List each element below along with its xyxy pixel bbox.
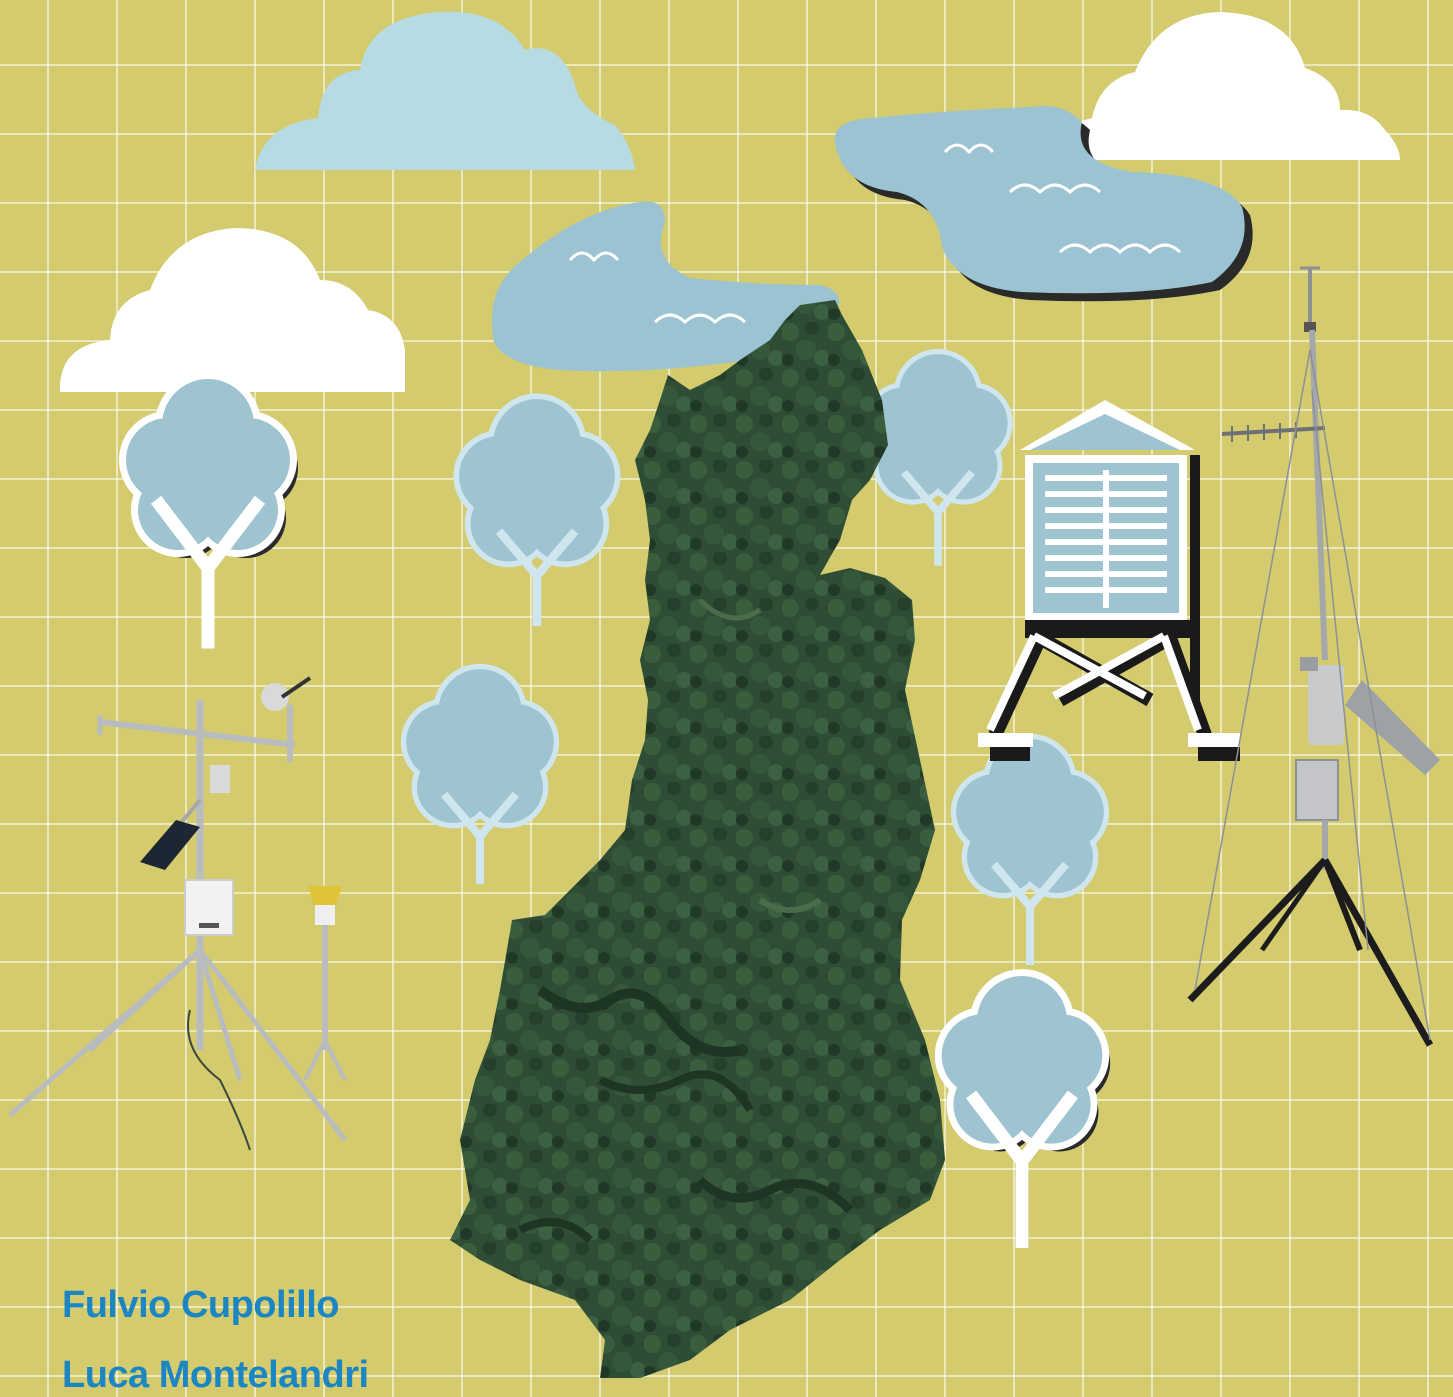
tree bbox=[956, 739, 1104, 966]
tree bbox=[942, 976, 1111, 1248]
tree bbox=[459, 399, 615, 627]
white-cloud bbox=[59, 228, 405, 392]
satellite-forest-map bbox=[450, 300, 945, 1378]
tree bbox=[126, 379, 298, 649]
tree bbox=[868, 354, 1007, 566]
white-cloud bbox=[1048, 12, 1400, 160]
rain-gauge bbox=[303, 886, 347, 1081]
author-name: Luca Montelandri bbox=[62, 1354, 369, 1396]
stevenson-screen bbox=[978, 400, 1240, 761]
lake bbox=[491, 201, 840, 372]
author-name: Fulvio Cupolillo bbox=[62, 1284, 339, 1326]
weather-station-tripod bbox=[8, 676, 347, 1151]
weather-mast-tripod bbox=[1187, 266, 1440, 1047]
blue-cloud bbox=[255, 11, 635, 170]
tree bbox=[406, 669, 554, 885]
lake bbox=[834, 106, 1253, 302]
